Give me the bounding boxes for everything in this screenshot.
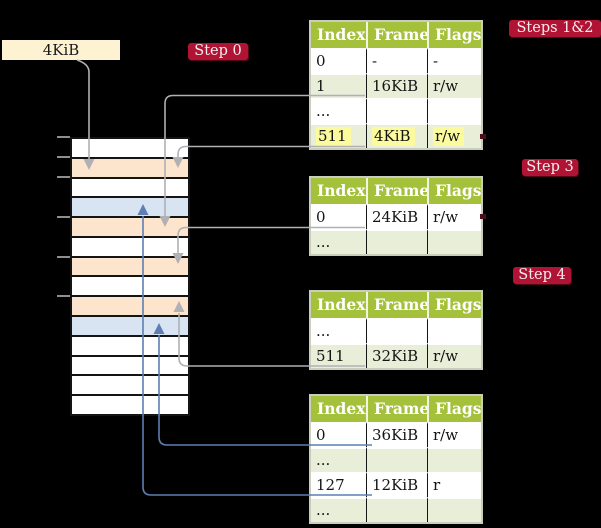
table-cell-frame: 16KiB: [366, 73, 427, 98]
table-cell-index: 127: [311, 472, 366, 497]
memory-frame-row-white: [72, 139, 188, 159]
memory-tick: [57, 255, 70, 258]
table-cell-flags: [427, 229, 481, 254]
memory-frame-row-white: [72, 237, 188, 258]
table-cell-flags: r/w: [427, 73, 481, 98]
table-cell-index: ...: [311, 497, 366, 522]
physical-memory-strip: [70, 137, 190, 416]
memory-tick: [57, 136, 70, 138]
table-cell-index: ...: [311, 447, 366, 472]
table-cell-frame: [366, 497, 427, 522]
memory-frame-row-white: [72, 178, 188, 199]
table-cell-flags: r/w: [427, 343, 481, 368]
step4-badge: Step 4: [513, 267, 571, 284]
table-cell-index: ...: [311, 229, 366, 254]
highlighted-value: r/w: [433, 127, 465, 146]
memory-frame-row-white: [72, 396, 188, 414]
column-header-frame: Frame: [366, 396, 429, 422]
step0-badge: Step 0: [188, 43, 248, 60]
column-header-flags: Flags: [427, 22, 482, 48]
column-header-frame: Frame: [366, 292, 429, 318]
table-cell-index: 0: [311, 204, 366, 229]
column-header-frame: Frame: [366, 22, 429, 48]
table-cell-index: 511: [311, 123, 366, 148]
column-header-index: Index: [311, 22, 366, 48]
table-cell-frame: -: [366, 48, 427, 73]
column-header-frame: Frame: [366, 178, 429, 204]
table-cell-flags: [427, 98, 481, 123]
memory-frame-row-white: [72, 336, 188, 357]
memory-tick: [57, 295, 70, 298]
memory-frame-row-orange: [72, 158, 188, 179]
memory-frame-row-orange: [72, 218, 188, 238]
memory-frame-row-white: [72, 356, 188, 377]
memory-frame-row-blue: [72, 317, 188, 337]
table-cell-flags: r/w: [427, 422, 481, 447]
table-cell-frame: [366, 318, 427, 343]
table-cell-index: 0: [311, 422, 366, 447]
column-header-index: Index: [311, 292, 366, 318]
highlighted-value: 511: [316, 127, 351, 146]
table-cell-index: 511: [311, 343, 366, 368]
table-cell-flags: r: [427, 472, 481, 497]
highlighted-value: 4KiB: [372, 127, 415, 146]
table2-right-dash: [480, 214, 486, 219]
table-cell-flags: [427, 318, 481, 343]
table-cell-flags: [427, 447, 481, 472]
memory-frame-row-blue: [72, 198, 188, 219]
table-cell-frame: 4KiB: [366, 123, 427, 148]
table-cell-frame: [366, 229, 427, 254]
frame-size-label: 4KiB: [2, 40, 120, 60]
memory-frame-row-orange: [72, 257, 188, 278]
memory-tick: [57, 155, 70, 158]
table-cell-frame: [366, 98, 427, 123]
table-cell-index: ...: [311, 98, 366, 123]
steps-1-2-badge: Steps 1&2: [509, 20, 601, 37]
column-header-flags: Flags: [427, 178, 482, 204]
column-header-flags: Flags: [427, 292, 482, 318]
table-cell-frame: 32KiB: [366, 343, 427, 368]
table-cell-flags: -: [427, 48, 481, 73]
table-cell-frame: 12KiB: [366, 472, 427, 497]
table-cell-frame: [366, 447, 427, 472]
table-cell-frame: 24KiB: [366, 204, 427, 229]
memory-frame-row-white: [72, 277, 188, 298]
table-cell-flags: [427, 497, 481, 522]
table-cell-index: ...: [311, 318, 366, 343]
table-cell-index: 1: [311, 73, 366, 98]
column-header-flags: Flags: [427, 396, 482, 422]
memory-tick: [57, 175, 70, 178]
column-header-index: Index: [311, 178, 366, 204]
table-cell-flags: r/w: [427, 204, 481, 229]
column-header-index: Index: [311, 396, 366, 422]
table-cell-index: 0: [311, 48, 366, 73]
memory-tick: [57, 215, 70, 218]
table-cell-frame: 36KiB: [366, 422, 427, 447]
table1-right-dash: [480, 134, 486, 139]
step3-badge: Step 3: [522, 159, 578, 176]
table-cell-flags: r/w: [427, 123, 481, 148]
memory-frame-row-white: [72, 376, 188, 397]
memory-frame-row-orange: [72, 297, 188, 318]
